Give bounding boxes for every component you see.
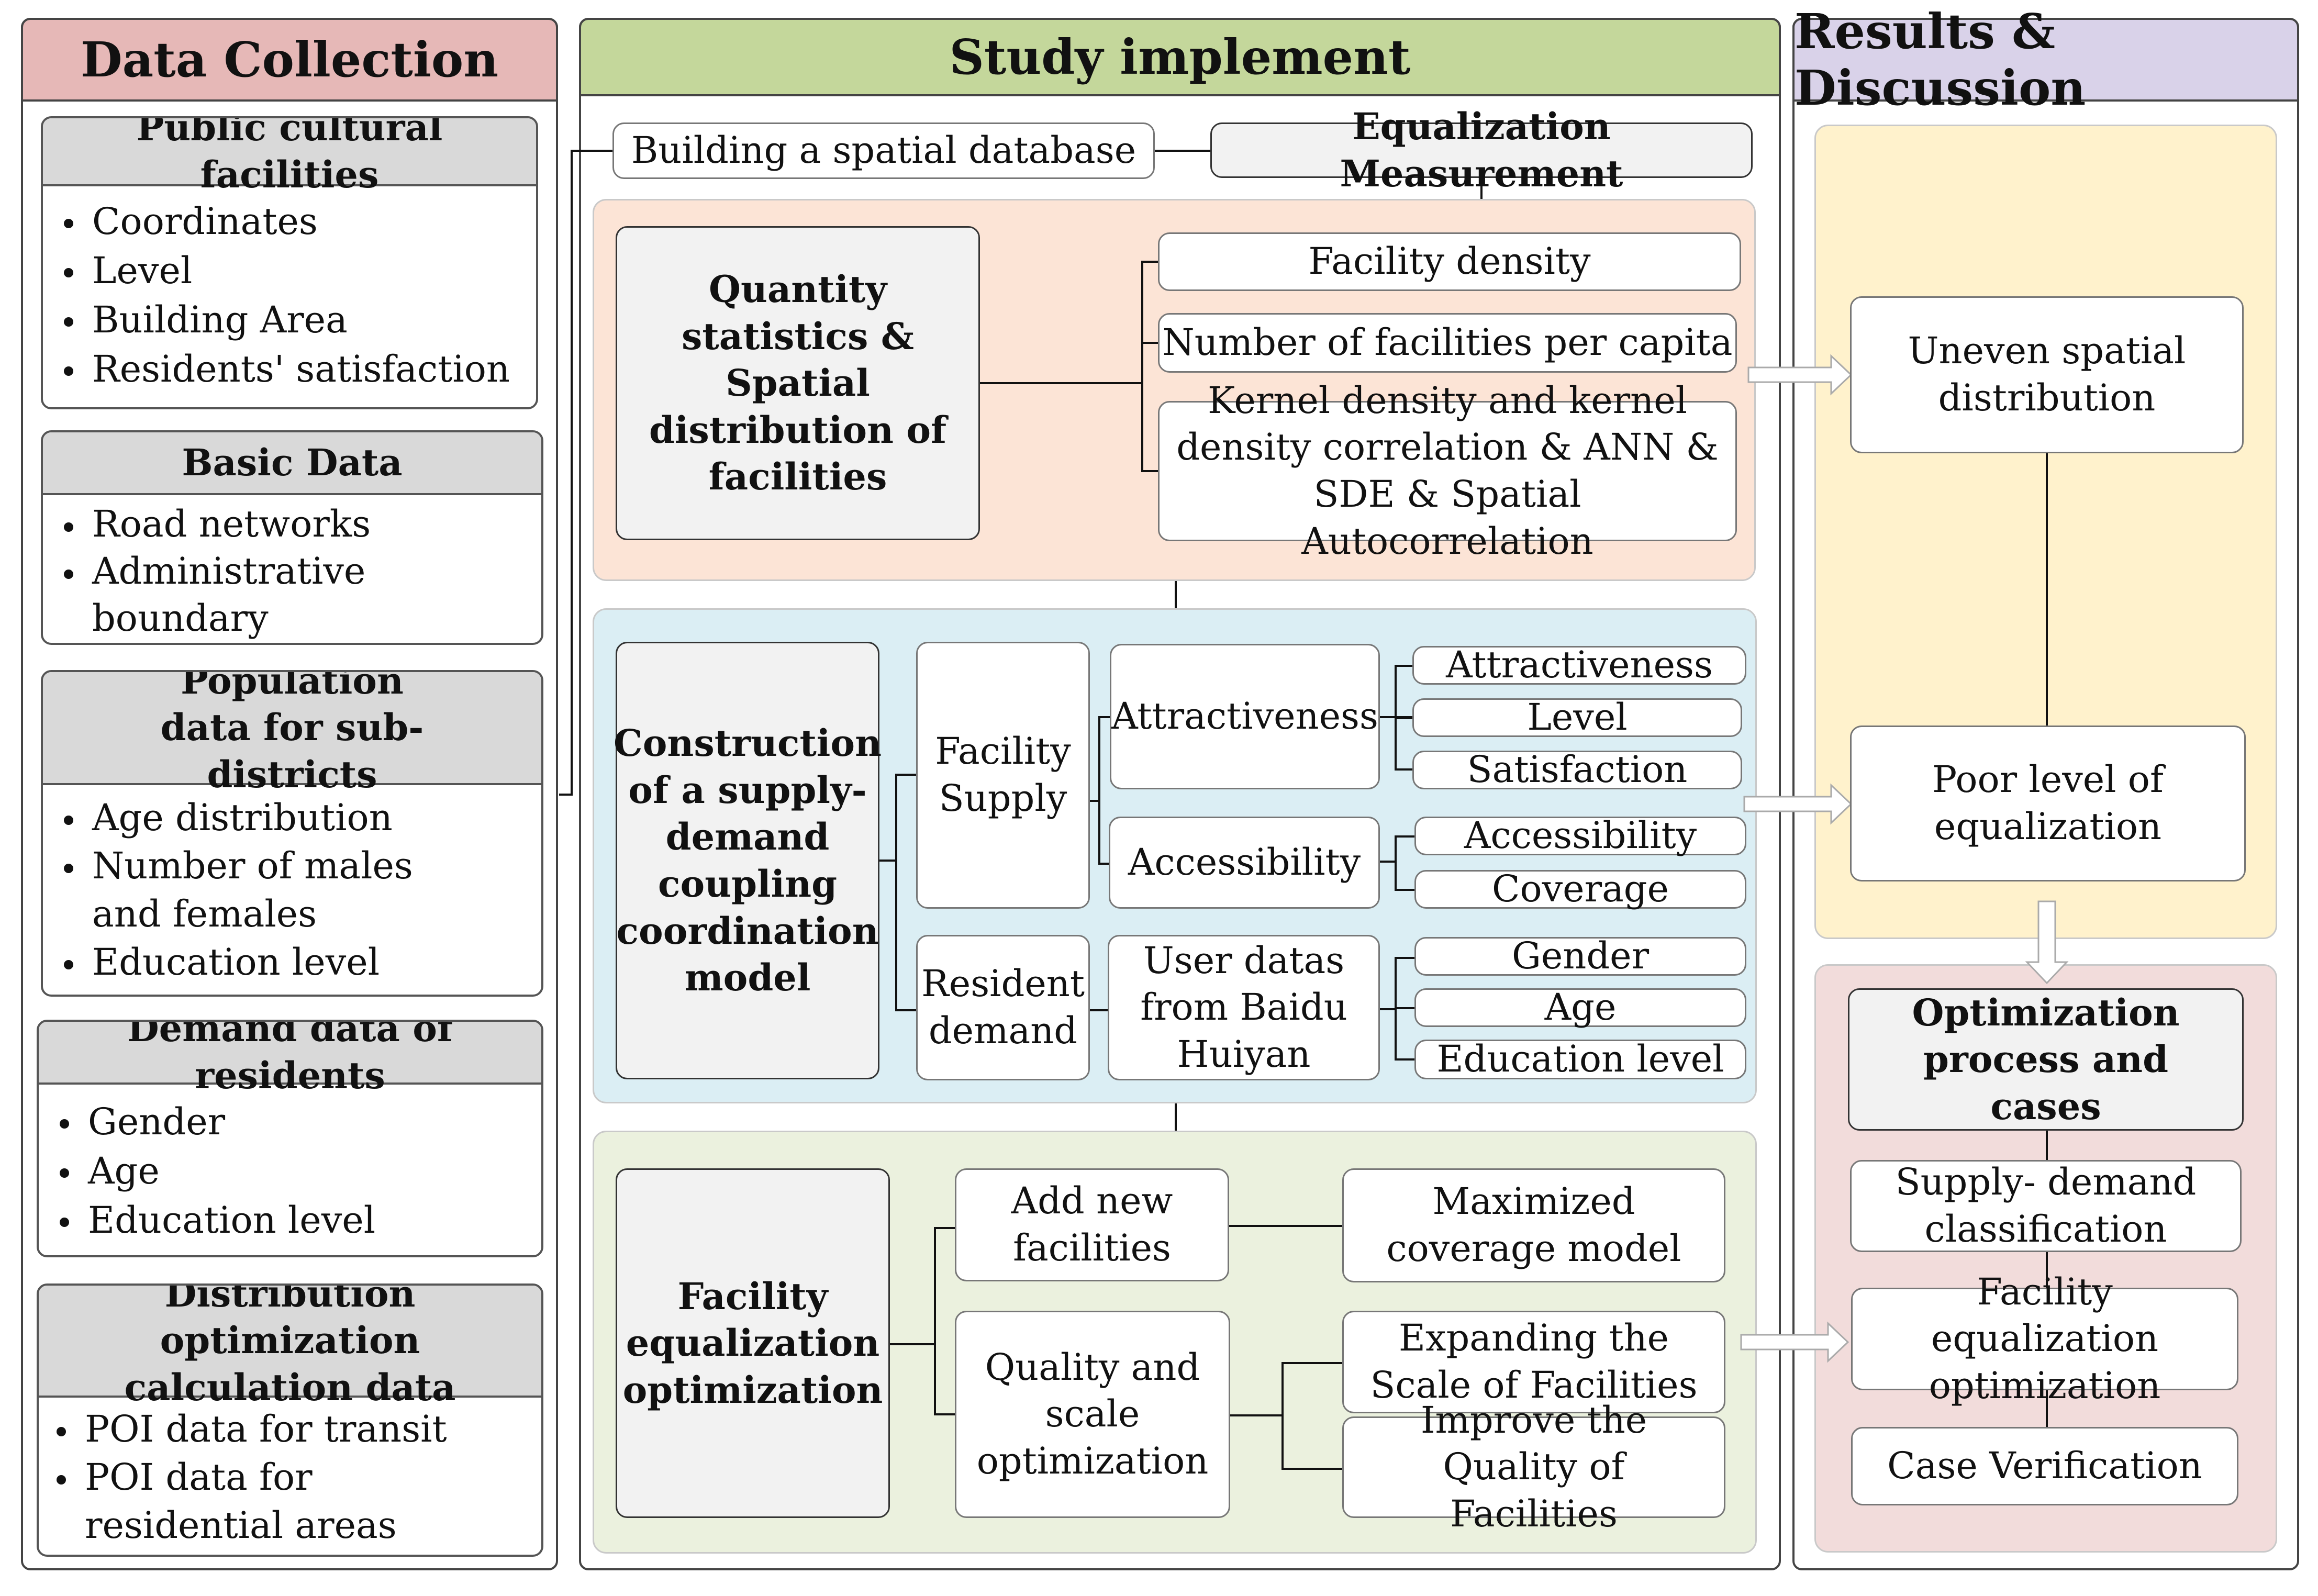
list-item: Gender (58, 1097, 541, 1146)
optimization-process-box: Optimization process and cases (1848, 988, 2244, 1131)
study-implement-header: Study implement (579, 18, 1781, 96)
accessibility-box: Accessibility (1109, 817, 1380, 909)
distribution-optimization-card: Distribution optimization calculation da… (37, 1284, 543, 1557)
access-item-coverage: Coverage (1414, 867, 1746, 910)
list-item: Administrative boundary (62, 548, 365, 642)
user-item-education: Education level (1414, 1037, 1746, 1080)
list-item: Age (58, 1146, 541, 1196)
access-item-accessibility: Accessibility (1414, 814, 1746, 857)
card-list: Coordinates Level Building Area Resident… (43, 186, 536, 394)
public-cultural-facilities-card: Public cultural facilities Coordinates L… (41, 116, 538, 409)
card-list: Gender Age Education level (39, 1085, 541, 1245)
list-item: POI data for transit (54, 1405, 541, 1453)
attr-item-level: Level (1412, 696, 1742, 739)
quantity-statistics-box: Quantity statistics & Spatial distributi… (616, 226, 980, 540)
supply-demand-classification-box: Supply- demand classification (1850, 1160, 2242, 1252)
kernel-density-box: Kernel density and kernel density correl… (1158, 379, 1737, 563)
attr-item-attractiveness: Attractiveness (1412, 643, 1746, 686)
coupling-model-box: Construction of a supply-demand coupling… (614, 642, 882, 1079)
card-title: Distribution optimization calculation da… (39, 1286, 541, 1409)
list-item: Education level (58, 1196, 541, 1245)
facility-equalization-optimization-box: Facility equalization optimization (1851, 1270, 2238, 1407)
card-title: Basic Data (43, 432, 541, 495)
expanding-scale-box: Expanding the Scale of Facilities (1342, 1311, 1725, 1413)
attractiveness-box: Attractiveness (1110, 644, 1380, 789)
max-coverage-box: Maximized coverage model (1342, 1168, 1725, 1282)
user-item-gender: Gender (1414, 934, 1746, 977)
card-list: Age distribution Number of males and fem… (43, 785, 541, 986)
per-capita-box: Number of facilities per capita (1158, 313, 1737, 373)
spatial-database-box: Building a spatial database (612, 122, 1155, 179)
card-list: POI data for transit POI data for reside… (39, 1398, 541, 1549)
improve-quality-box: Improve the Quality of Facilities (1342, 1399, 1725, 1535)
card-title: Public cultural facilities (43, 118, 536, 196)
attr-item-satisfaction: Satisfaction (1412, 748, 1742, 791)
card-title: Population data for sub-districts (43, 672, 541, 796)
list-item: Level (62, 246, 536, 295)
list-item: Building Area (62, 295, 536, 344)
equalization-optimization-box: Facility equalization optimization (616, 1168, 890, 1518)
list-item: Education level (62, 938, 541, 986)
results-discussion-header: Results & Discussion (1792, 3, 2299, 116)
user-item-age: Age (1414, 986, 1746, 1029)
quality-scale-box: Quality and scale optimization (955, 1311, 1230, 1518)
population-data-card: Population data for sub-districts Age di… (41, 670, 543, 997)
demand-data-card: Demand data of residents Gender Age Educ… (37, 1020, 543, 1257)
card-title: Demand data of residents (39, 1022, 541, 1097)
resident-demand-box: Resident demand (916, 935, 1090, 1080)
list-item: Road networks (62, 500, 541, 548)
case-verification-box: Case Verification (1851, 1427, 2238, 1505)
list-item: Coordinates (62, 197, 536, 246)
list-item: Number of males and females (62, 842, 417, 938)
add-new-facilities-box: Add new facilities (955, 1168, 1229, 1281)
card-list: Road networks Administrative boundary (43, 495, 541, 642)
uneven-distribution-box: Uneven spatial distribution (1850, 296, 2244, 453)
facility-density-box: Facility density (1158, 232, 1741, 291)
user-datas-box: User datas from Baidu Huiyan (1108, 935, 1380, 1080)
equalization-measurement-box: Equalization Measurement (1210, 105, 1753, 195)
list-item: Residents' satisfaction (62, 344, 536, 394)
basic-data-card: Basic Data Road networks Administrative … (41, 430, 543, 645)
poor-level-box: Poor level of equalization (1850, 726, 2246, 881)
facility-supply-box: Facility Supply (916, 642, 1090, 909)
list-item: Age distribution (62, 794, 541, 842)
list-item: POI data for residential areas (54, 1453, 504, 1549)
data-collection-header: Data Collection (21, 18, 558, 102)
